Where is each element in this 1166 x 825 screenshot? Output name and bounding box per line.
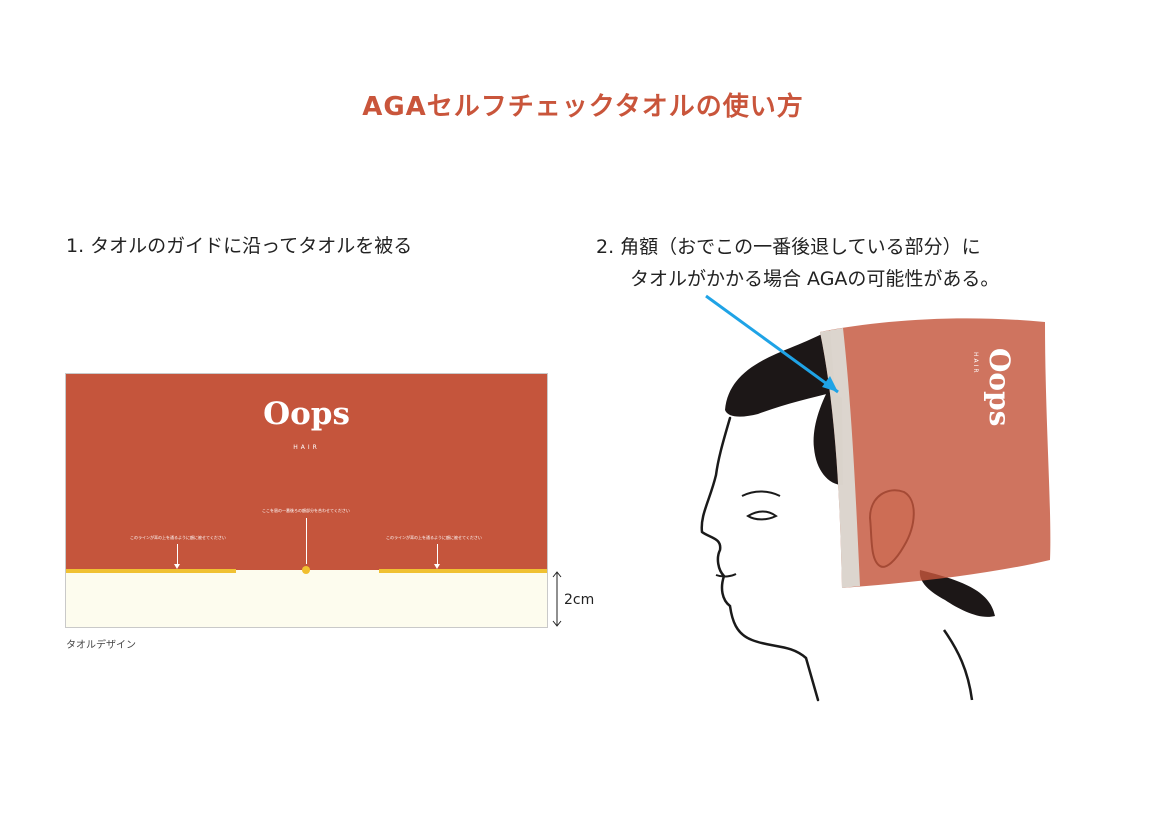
brow bbox=[741, 490, 781, 497]
head-towel-light-band bbox=[820, 328, 860, 588]
guide-arrow-center bbox=[306, 518, 307, 564]
towel-light-strip bbox=[66, 570, 547, 627]
measure-label: 2cm bbox=[564, 592, 595, 608]
hair-top bbox=[725, 330, 835, 417]
guide-text-center: ここを眉の一番後ろの額部分を合わせてください bbox=[262, 508, 350, 513]
eye-icon bbox=[746, 510, 778, 521]
head-illustration: Oops HAIR bbox=[700, 294, 1051, 702]
pointer-arrow-head bbox=[822, 376, 838, 392]
towel-guide-band-right bbox=[379, 569, 547, 573]
towel-brand-sub: HAIR bbox=[293, 444, 320, 451]
face-outline bbox=[700, 416, 820, 702]
head-towel-brand-sub: HAIR bbox=[972, 352, 979, 375]
guide-arrow-right bbox=[437, 544, 438, 565]
head-towel-logo-group: Oops HAIR bbox=[972, 348, 1016, 426]
step-2-line-2: タオルがかかる場合 AGAの可能性がある。 bbox=[630, 268, 1000, 290]
towel-guide-band-left bbox=[66, 569, 236, 573]
guide-center-dot bbox=[302, 566, 310, 574]
guide-text-left: このラインが耳の上を通るように額に被せてください bbox=[130, 535, 226, 540]
towel-caption: タオルデザイン bbox=[66, 640, 136, 651]
step-2-line-1: 2. 角額（おでこの一番後退している部分）に bbox=[596, 236, 981, 258]
head-towel-brand: Oops bbox=[983, 348, 1016, 426]
hair-back bbox=[919, 570, 995, 617]
step-1-text: 1. タオルのガイドに沿ってタオルを被る bbox=[66, 235, 413, 257]
step-2-text: 2. 角額（おでこの一番後退している部分）に タオルがかかる場合 AGAの可能性… bbox=[596, 231, 999, 295]
measure-arrow bbox=[552, 571, 562, 627]
guide-arrow-left bbox=[177, 544, 178, 565]
page-title: AGAセルフチェックタオルの使い方 bbox=[362, 92, 804, 122]
mouth bbox=[715, 573, 737, 578]
towel-brand-logo: Oops bbox=[263, 396, 350, 432]
guide-arrow-right-head bbox=[434, 564, 440, 569]
guide-arrow-left-head bbox=[174, 564, 180, 569]
towel-design: Oops HAIR ここを眉の一番後ろの額部分を合わせてください このラインが耳… bbox=[65, 373, 548, 628]
pointer-arrow bbox=[705, 294, 839, 394]
head-towel bbox=[820, 318, 1051, 588]
guide-text-right: このラインが耳の上を通るように額に被せてください bbox=[386, 535, 482, 540]
neck-back bbox=[942, 629, 974, 701]
